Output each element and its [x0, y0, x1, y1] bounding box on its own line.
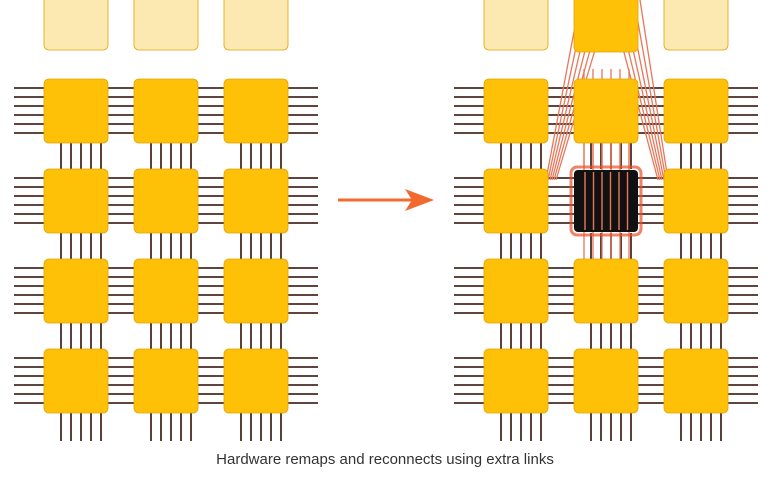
chip	[483, 168, 549, 234]
chip	[223, 258, 289, 324]
chip	[483, 78, 549, 144]
chip	[573, 258, 639, 324]
chip	[133, 348, 199, 414]
chip	[43, 168, 109, 234]
reroute-link	[639, 0, 669, 181]
chip	[663, 348, 729, 414]
chip	[43, 78, 109, 144]
chip	[663, 258, 729, 324]
chip	[663, 168, 729, 234]
chip	[223, 348, 289, 414]
spare-chip	[133, 0, 199, 51]
reroute-link	[633, 0, 667, 181]
spare-chip	[483, 0, 549, 51]
chip	[483, 258, 549, 324]
spare-chip	[223, 0, 289, 51]
chip	[223, 78, 289, 144]
caption: Hardware remaps and reconnects using ext…	[216, 451, 554, 468]
right-arrow-icon	[338, 189, 434, 211]
chip	[483, 348, 549, 414]
chip	[43, 348, 109, 414]
spare-chip	[663, 0, 729, 51]
chip	[223, 168, 289, 234]
failed-chip	[574, 170, 638, 232]
spare-chip	[43, 0, 109, 51]
chip	[43, 258, 109, 324]
remapped-spare-chip	[573, 0, 639, 53]
chip	[573, 78, 639, 144]
failed-chip-glow	[569, 165, 643, 237]
chip	[133, 168, 199, 234]
chip	[133, 78, 199, 144]
chip	[133, 258, 199, 324]
left-grid-pins	[14, 87, 318, 441]
chips	[43, 0, 729, 414]
arrow-head	[405, 189, 434, 211]
chip	[663, 78, 729, 144]
chip	[573, 348, 639, 414]
